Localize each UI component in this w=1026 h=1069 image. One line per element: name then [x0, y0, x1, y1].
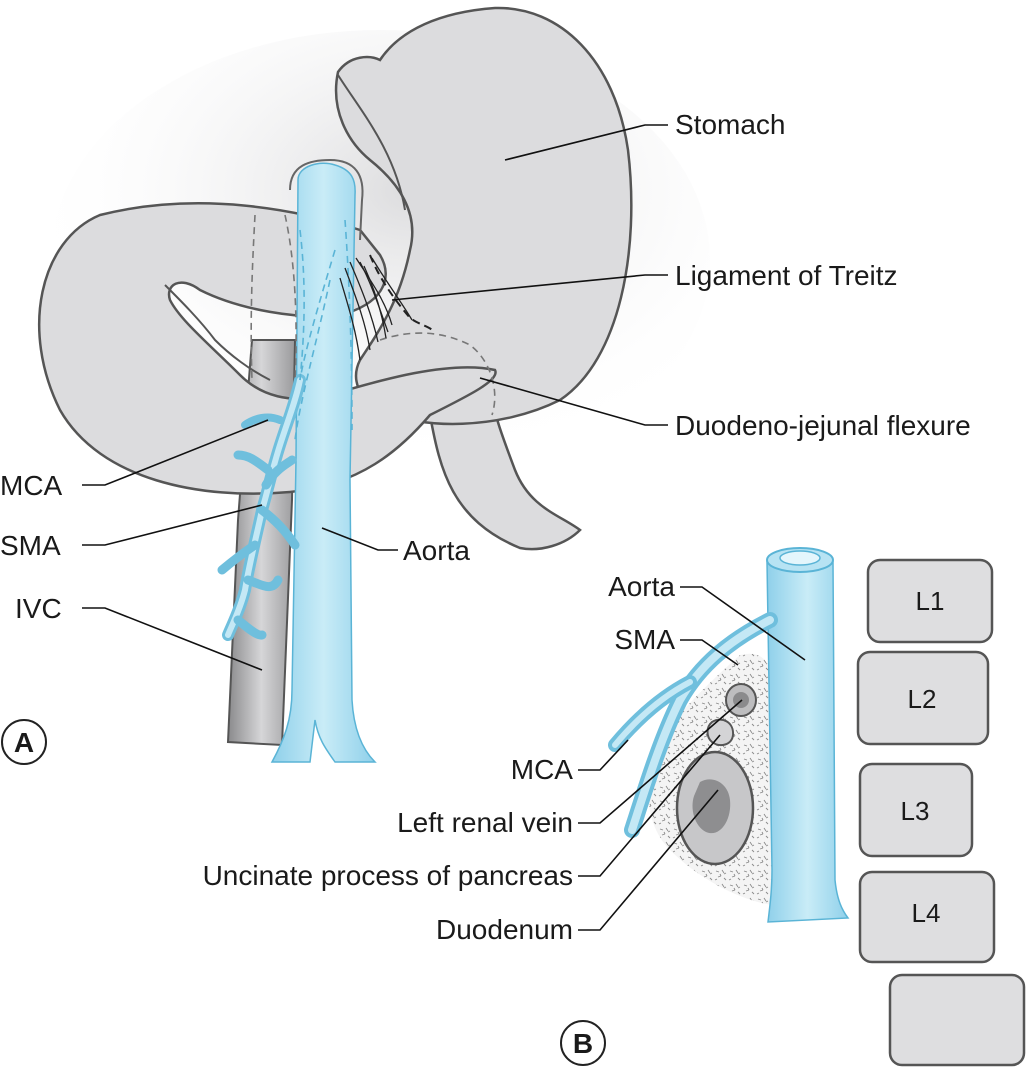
mca-branch — [241, 413, 284, 429]
aorta-b-vessel — [766, 561, 850, 923]
vertebra-l2 — [856, 650, 990, 746]
sma-label-b: SMA — [614, 624, 675, 655]
ivc-label: IVC — [15, 593, 62, 624]
sma-b-core — [628, 616, 774, 834]
panel-a-badge — [1, 719, 47, 765]
l2-label: L2 — [908, 684, 937, 714]
ligament-of-treitz-label: Ligament of Treitz — [675, 260, 898, 291]
mca-label-a: MCA — [0, 470, 63, 501]
vertebral-column — [856, 558, 1026, 1067]
figure-b: L1 L2 L3 L4 Aorta SMA — [203, 547, 1026, 1067]
ligament-fibers — [339, 257, 413, 361]
l1-label: L1 — [916, 586, 945, 616]
aorta-vessel — [270, 162, 377, 763]
panel-a-letter: A — [14, 727, 34, 758]
figure-a: Stomach Ligament of Treitz Duodeno-jejun… — [0, 6, 971, 765]
leaders-b — [578, 586, 806, 931]
left-renal-vein-label: Left renal vein — [397, 807, 573, 838]
sma-branches — [217, 450, 300, 640]
panel-b-letter: B — [573, 1028, 593, 1059]
duodenum-loop — [38, 202, 497, 495]
ligament-edge — [369, 254, 433, 331]
l3-label: L3 — [901, 796, 930, 826]
l4-label: L4 — [912, 898, 941, 928]
leaders-a — [82, 124, 668, 671]
sma-label-a: SMA — [0, 530, 61, 561]
jejunum — [428, 393, 582, 551]
stomach-label: Stomach — [675, 109, 786, 140]
aorta-b-lumen-inner — [779, 550, 821, 566]
vertebra-l5 — [888, 973, 1026, 1067]
uncinate-process — [706, 718, 735, 747]
mca-b-core — [612, 679, 693, 748]
hidden-contour-lines — [250, 214, 496, 441]
panel-b-badge — [560, 1020, 606, 1066]
vertebra-l1 — [866, 558, 994, 644]
aorta-label-a: Aorta — [403, 535, 470, 566]
aorta-label-b: Aorta — [608, 571, 675, 602]
duodenum-label: Duodenum — [436, 914, 573, 945]
duodenum-inner-gap — [164, 284, 271, 381]
mca-label-b: MCA — [511, 754, 574, 785]
stomach-lesser-curvature — [337, 74, 406, 211]
vertebra-l4 — [858, 870, 996, 964]
uncinate-process-label: Uncinate process of pancreas — [203, 860, 573, 891]
duodeno-jejunal-flexure-label: Duodeno-jejunal flexure — [675, 410, 971, 441]
duodenum-b-lumen — [692, 779, 731, 834]
vertebra-l3 — [858, 762, 974, 858]
stomach-shape — [334, 6, 633, 426]
peritoneal-sleeve — [289, 158, 364, 241]
